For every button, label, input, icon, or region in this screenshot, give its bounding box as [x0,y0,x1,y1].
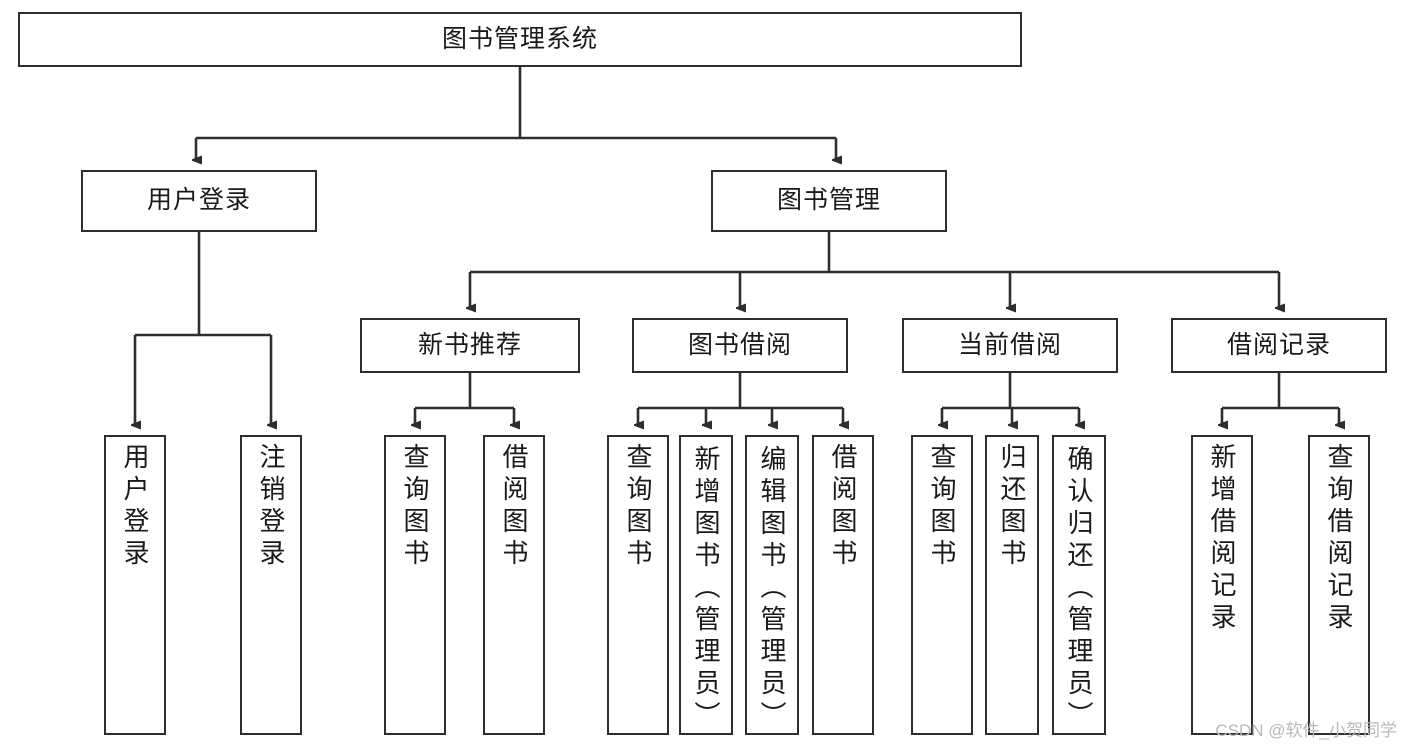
leaf-borrow-books[interactable]: 借阅图书 [812,435,874,735]
node-label: 查询图书 [623,443,653,571]
node-label: 编辑图书（管理员） [757,445,787,733]
leaf-logout[interactable]: 注销登录 [240,435,302,735]
node-label: 查询图书 [927,443,957,571]
node-label: 图书借阅 [687,330,792,359]
node-label: 当前借阅 [957,330,1062,359]
node-label: 借阅记录 [1226,330,1331,359]
leaf-query-books-recommend[interactable]: 查询图书 [384,435,446,735]
leaf-borrow-books-recommend[interactable]: 借阅图书 [483,435,545,735]
node-label: 借阅图书 [499,443,529,571]
node-label: 归还图书 [997,443,1027,571]
node-label: 用户登录 [146,186,251,215]
node-book-management[interactable]: 图书管理 [711,170,947,232]
node-label: 查询图书 [400,443,430,571]
node-user-login[interactable]: 用户登录 [81,170,317,232]
node-label: 图书管理系统 [441,24,598,53]
node-label: 确认归还（管理员） [1064,445,1094,733]
node-borrow-records[interactable]: 借阅记录 [1171,318,1387,373]
node-root-system[interactable]: 图书管理系统 [18,12,1022,67]
node-label: 注销登录 [256,443,286,571]
csdn-watermark: CSDN @软件_小贺同学 [1215,721,1397,740]
leaf-query-books-borrow[interactable]: 查询图书 [607,435,669,735]
node-label: 新书推荐 [417,330,522,359]
node-label: 借阅图书 [828,443,858,571]
node-label: 新增借阅记录 [1207,443,1237,635]
leaf-query-borrow-record[interactable]: 查询借阅记录 [1308,435,1370,735]
node-current-borrow[interactable]: 当前借阅 [902,318,1118,373]
node-label: 用户登录 [120,443,150,571]
node-new-book-recommend[interactable]: 新书推荐 [360,318,580,373]
leaf-query-books-current[interactable]: 查询图书 [911,435,973,735]
leaf-user-login[interactable]: 用户登录 [104,435,166,735]
leaf-return-books[interactable]: 归还图书 [985,435,1039,735]
node-book-borrow[interactable]: 图书借阅 [632,318,848,373]
node-label: 图书管理 [776,186,881,215]
node-label: 新增图书（管理员） [691,445,721,733]
leaf-edit-book-admin[interactable]: 编辑图书（管理员） [745,435,799,735]
leaf-add-borrow-record[interactable]: 新增借阅记录 [1191,435,1253,735]
node-label: 查询借阅记录 [1324,443,1354,635]
leaf-confirm-return-admin[interactable]: 确认归还（管理员） [1052,435,1106,735]
leaf-add-book-admin[interactable]: 新增图书（管理员） [679,435,733,735]
